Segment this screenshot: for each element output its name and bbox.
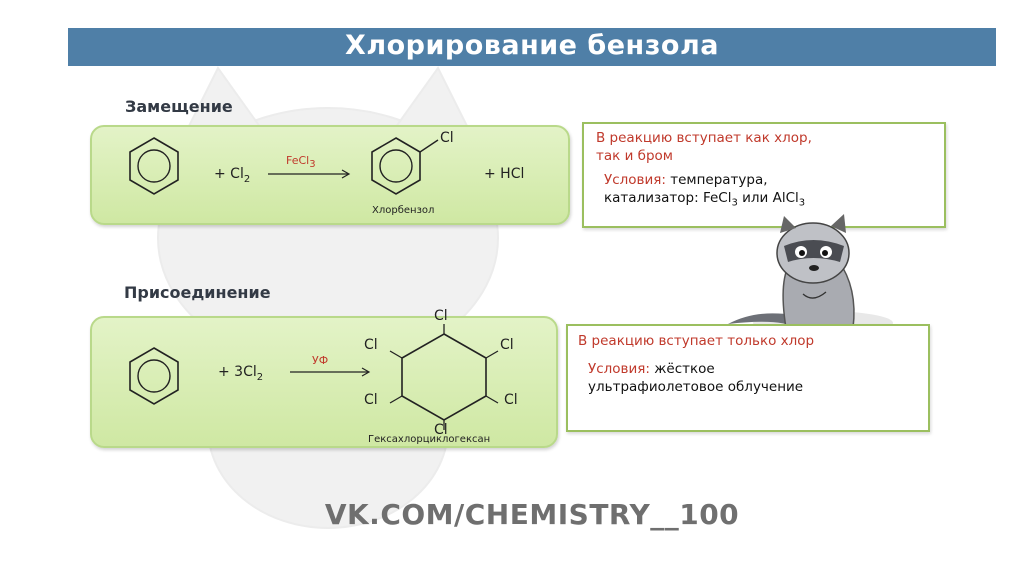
benzene-ring-icon <box>129 137 179 195</box>
info1-line1: В реакцию вступает как хлор, <box>596 130 812 146</box>
reaction-box-addition <box>90 316 558 448</box>
arrow-icon-2 <box>290 367 371 377</box>
cl-right-bottom: Cl <box>504 392 518 408</box>
product-name-hexachlorocyclohexane: Гексахлорциклогексан <box>368 434 491 445</box>
arrow-icon <box>268 169 351 179</box>
info-box-substitution: В реакцию вступает как хлор, так и бром … <box>582 122 946 228</box>
byproduct-hcl: + HCl <box>484 166 525 182</box>
cl-right-top: Cl <box>500 337 514 353</box>
product-name-chlorobenzene: Хлорбензол <box>372 205 435 216</box>
section-addition: Присоединение <box>124 283 271 302</box>
cl-bottom: Cl <box>434 422 448 438</box>
slide: Хлорирование бензола Замещение + Cl2 FeC… <box>68 28 996 542</box>
title-bar: Хлорирование бензола <box>68 28 996 66</box>
info2-uv-line: ультрафиолетовое облучение <box>588 379 804 395</box>
section-substitution: Замещение <box>125 97 233 116</box>
info1-conditions: Условия: температура, <box>604 172 768 188</box>
reaction-box-substitution <box>90 125 570 225</box>
cyclohexane-ring-icon <box>389 324 499 430</box>
benzene-ring-icon-2 <box>129 347 179 405</box>
cl-top: Cl <box>434 308 448 324</box>
product-cl-label: Cl <box>440 130 454 146</box>
slide-title: Хлорирование бензола <box>345 30 719 61</box>
chlorobenzene-ring-icon <box>371 137 439 195</box>
cl-left-bottom: Cl <box>364 392 378 408</box>
info1-line2: так и бром <box>596 148 673 164</box>
cl-left-top: Cl <box>364 337 378 353</box>
info2-conditions: Условия: жёсткое <box>588 361 715 377</box>
condition-uv: УФ <box>312 354 329 367</box>
info1-catalysts: катализатор: FeCl3 или AlCl3 <box>604 190 806 209</box>
catalyst-fecl3: FeCl3 <box>286 154 316 171</box>
info-box-addition: В реакцию вступает только хлор Условия: … <box>566 324 930 432</box>
reagent-3cl2: + 3Cl2 <box>218 364 264 383</box>
footer-link: VK.COM/CHEMISTRY__100 <box>324 498 740 531</box>
info2-line1: В реакцию вступает только хлор <box>578 333 815 349</box>
reagent-cl2: + Cl2 <box>214 166 251 185</box>
